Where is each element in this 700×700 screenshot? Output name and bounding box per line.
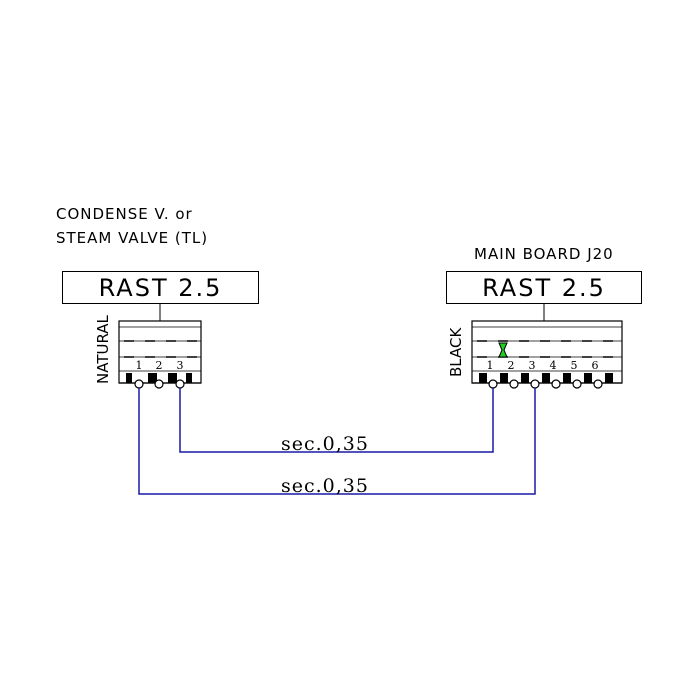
wire-left3-right1 [179, 388, 494, 453]
wire-left1-right3 [138, 388, 536, 495]
right-component-title: MAIN BOARD J20 [474, 245, 614, 263]
right-pin-6-number: 6 [592, 359, 599, 372]
right-connector [471, 320, 623, 389]
wire-label-upper: sec.0,35 [281, 433, 369, 455]
right-color-label: BLACK [447, 327, 465, 377]
left-connector-type-box: RAST 2.5 [62, 271, 259, 304]
left-connector [118, 320, 202, 389]
right-pin-1-number: 1 [487, 359, 494, 372]
left-color-label: NATURAL [94, 315, 112, 384]
left-pin-1-number: 1 [136, 359, 143, 372]
right-pin-3-number: 3 [529, 359, 536, 372]
right-pin-2-number: 2 [508, 359, 515, 372]
left-pin-2-number: 2 [156, 359, 163, 372]
left-component-line1: CONDENSE V. or [56, 205, 193, 223]
left-component-line2: STEAM VALVE (TL) [56, 229, 209, 247]
jumper-marker [498, 342, 508, 358]
right-connector-type-box: RAST 2.5 [446, 271, 642, 304]
left-pin-3-number: 3 [177, 359, 184, 372]
right-pin-4-number: 4 [550, 359, 557, 372]
left-component-label: CONDENSE V. or STEAM VALVE (TL) [56, 202, 208, 250]
wire-label-lower: sec.0,35 [281, 475, 369, 497]
right-pin-5-number: 5 [571, 359, 578, 372]
